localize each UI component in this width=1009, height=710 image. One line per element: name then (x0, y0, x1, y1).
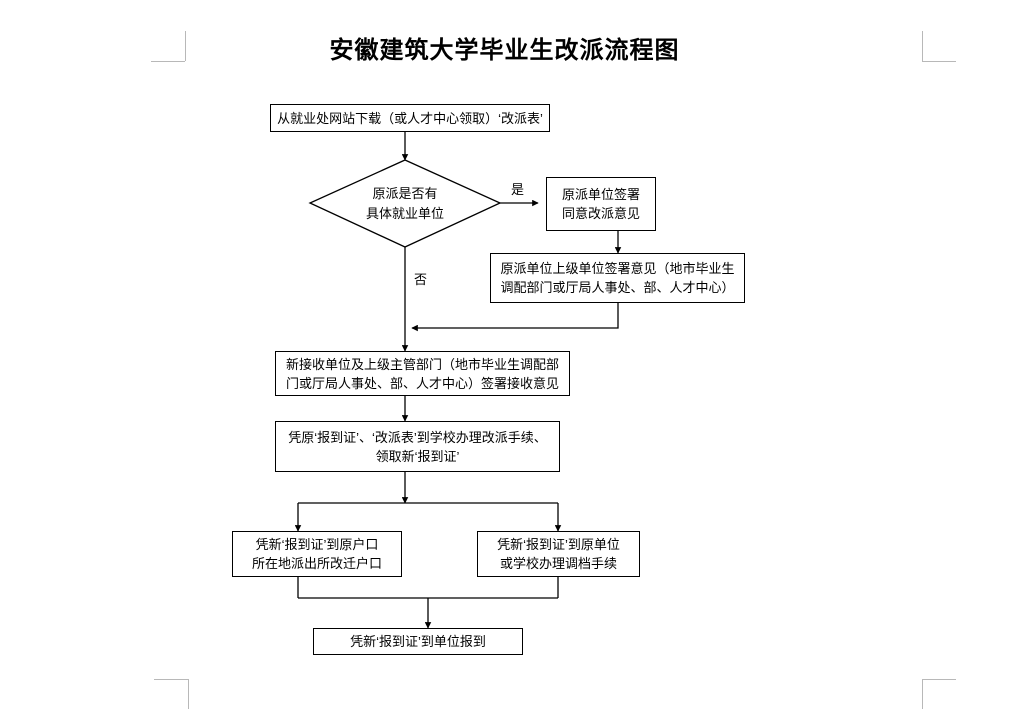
node-file-transfer-line-2: 或学校办理调档手续 (499, 556, 617, 571)
node-superior-unit-sign-line-1: 原派单位上级单位签署意见（地市毕业生 (500, 261, 735, 276)
node-household-transfer-line-2: 所在地派出所改迁户口 (251, 556, 382, 571)
node-report-to-unit-line-1: 凭新‘报到证’到单位报到 (350, 634, 486, 649)
node-school-process[interactable]: 凭原‘报到证’、‘改派表’到学校办理改派手续、 领取新‘报到证’ (275, 421, 560, 472)
node-household-transfer-line-1: 凭新‘报到证’到原户口 (255, 537, 379, 552)
node-new-unit-accept-line-2: 门或厅局人事处、部、人才中心）签署接收意见 (285, 375, 559, 391)
node-school-process-line-2: 领取新‘报到证’ (375, 448, 460, 464)
node-file-transfer-line-1: 凭新‘报到证’到原单位 (497, 537, 620, 552)
edge-label-no: 否 (414, 272, 428, 287)
node-superior-unit-sign-line-2: 调配部门或厅局人事处、部、人才中心） (500, 280, 735, 295)
node-start-line-1: 从就业处网站下载（或人才中心领取）‘改派表’ (277, 110, 543, 126)
node-school-process-line-1: 凭原‘报到证’、‘改派表’到学校办理改派手续、 (288, 429, 547, 445)
node-superior-unit-sign[interactable]: 原派单位上级单位签署意见（地市毕业生 调配部门或厅局人事处、部、人才中心） (490, 253, 745, 303)
node-original-unit-sign-line-2: 同意改派意见 (561, 206, 640, 221)
node-start[interactable]: 从就业处网站下载（或人才中心领取）‘改派表’ (270, 104, 550, 132)
connector-superior-to-trunk (411, 303, 619, 332)
node-new-unit-accept[interactable]: 新接收单位及上级主管部门（地市毕业生调配部 门或厅局人事处、部、人才中心）签署接… (275, 351, 570, 396)
node-file-transfer[interactable]: 凭新‘报到证’到原单位 或学校办理调档手续 (477, 531, 640, 577)
page-title: 安徽建筑大学毕业生改派流程图 (329, 35, 680, 64)
edge-label-yes: 是 (511, 182, 525, 197)
node-original-unit-sign[interactable]: 原派单位签署 同意改派意见 (546, 177, 656, 231)
decision-diamond (308, 159, 502, 248)
node-report-to-unit[interactable]: 凭新‘报到证’到单位报到 (313, 628, 523, 655)
node-household-transfer[interactable]: 凭新‘报到证’到原户口 所在地派出所改迁户口 (232, 531, 402, 577)
node-new-unit-accept-line-1: 新接收单位及上级主管部门（地市毕业生调配部 (285, 356, 559, 372)
node-original-unit-sign-line-1: 原派单位签署 (561, 187, 640, 202)
